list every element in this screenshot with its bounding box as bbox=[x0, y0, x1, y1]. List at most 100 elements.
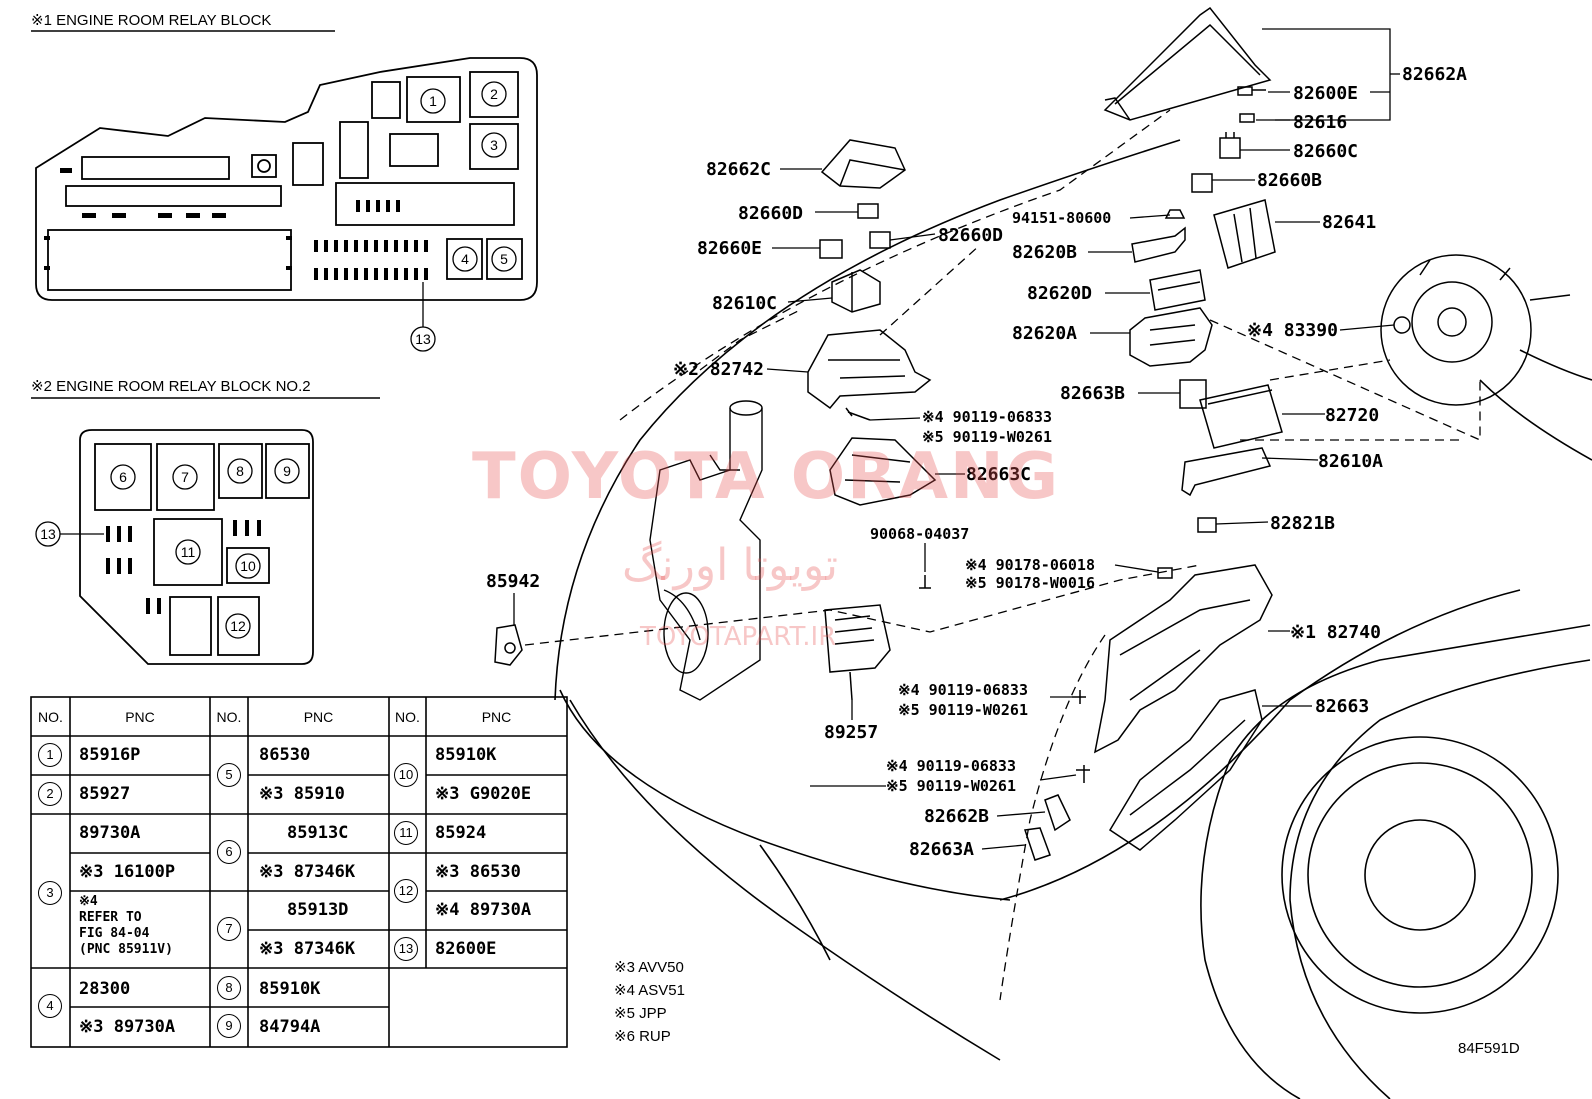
callout-90178-W0016: ※5 90178-W0016 bbox=[965, 574, 1095, 592]
row-no-12: 12 bbox=[394, 879, 418, 903]
callout-82660E: 82660E bbox=[697, 238, 762, 259]
callout-85942: 85942 bbox=[486, 571, 540, 592]
row-3-note-3: FIG 84-04 bbox=[79, 926, 150, 941]
block1-circle-4: 4 bbox=[461, 251, 469, 267]
row-no-1: 1 bbox=[38, 743, 62, 767]
callout-82660C: 82660C bbox=[1293, 141, 1358, 162]
block1-circle-5: 5 bbox=[500, 251, 508, 267]
engine-room-relay-block-no2 bbox=[79, 429, 314, 665]
row-no-9: 9 bbox=[217, 1014, 241, 1038]
table-header-pnc-2: PNC bbox=[303, 709, 334, 725]
pnc-table-grid bbox=[30, 696, 568, 1048]
callout-82662A: 82662A bbox=[1402, 64, 1467, 85]
callout-82610C: 82610C bbox=[712, 293, 777, 314]
callout-82620A: 82620A bbox=[1012, 323, 1077, 344]
block1-circle-13: 13 bbox=[415, 331, 431, 347]
callout-82663A: 82663A bbox=[909, 839, 974, 860]
row-no-8: 8 bbox=[217, 976, 241, 1000]
legend-item: ※6 RUP bbox=[614, 1028, 671, 1045]
row-1-pnc: 85916P bbox=[79, 745, 141, 765]
components bbox=[494, 6, 1571, 861]
callout-82641: 82641 bbox=[1322, 212, 1376, 233]
watermark-main: TOYOTA ORANG bbox=[472, 440, 1061, 514]
row-no-3: 3 bbox=[38, 881, 62, 905]
block1-circle-1: 1 bbox=[429, 93, 437, 109]
callout-82662B: 82662B bbox=[924, 806, 989, 827]
callout-90119-06833-c: ※4 90119-06833 bbox=[886, 757, 1016, 775]
engine-room-relay-block bbox=[35, 57, 538, 301]
applicability-legend: ※3 AVV50 ※4 ASV51 ※5 JPP ※6 RUP bbox=[614, 956, 685, 1048]
block2-circle-10: 10 bbox=[240, 558, 256, 574]
callout-82663C: 82663C bbox=[966, 464, 1031, 485]
table-header-no-2: NO. bbox=[216, 709, 242, 725]
callout-90119-06833-a: ※4 90119-06833 bbox=[922, 408, 1052, 426]
fuse-marks-block2 bbox=[106, 520, 261, 614]
row-8-pnc: 85910K bbox=[259, 979, 321, 999]
row-12-pnc-b: ※4 89730A bbox=[435, 900, 532, 920]
row-10-pnc-a: 85910K bbox=[435, 745, 497, 765]
block2-circle-8: 8 bbox=[236, 463, 244, 479]
block1-circle-3: 3 bbox=[490, 137, 498, 153]
callout-90119-W0261-b: ※5 90119-W0261 bbox=[898, 701, 1028, 719]
callout-89257: 89257 bbox=[824, 722, 878, 743]
legend-item: ※5 JPP bbox=[614, 1005, 667, 1022]
legend-item: ※3 AVV50 bbox=[614, 959, 684, 976]
row-6-pnc-a: 85913C bbox=[287, 823, 349, 843]
washer-tank bbox=[649, 400, 763, 701]
row-3-note-4: (PNC 85911V) bbox=[79, 942, 173, 957]
callout-82742: ※2 82742 bbox=[673, 359, 764, 380]
callout-82616: 82616 bbox=[1293, 112, 1347, 133]
leader-dashed-lines bbox=[524, 109, 1481, 1001]
vehicle-body-outline bbox=[554, 139, 1592, 1099]
row-no-13: 13 bbox=[394, 937, 418, 961]
row-no-6: 6 bbox=[217, 840, 241, 864]
block2-circle-6: 6 bbox=[119, 469, 127, 485]
leader-lines bbox=[513, 28, 1400, 850]
row-3-note-1: ※4 bbox=[79, 894, 98, 909]
legend-item: ※4 ASV51 bbox=[614, 982, 685, 999]
row-5-pnc-a: 86530 bbox=[259, 745, 311, 765]
callout-82663: 82663 bbox=[1315, 696, 1369, 717]
row-13-pnc: 82600E bbox=[435, 939, 497, 959]
block2-circle-12: 12 bbox=[230, 618, 246, 634]
callout-82740: ※1 82740 bbox=[1290, 622, 1381, 643]
row-4-pnc-a: 28300 bbox=[79, 979, 131, 999]
fuse-marks-block1 bbox=[44, 168, 428, 280]
block2-circle-9: 9 bbox=[283, 463, 291, 479]
block2-circle-11: 11 bbox=[181, 544, 196, 560]
callout-90178-06018: ※4 90178-06018 bbox=[965, 556, 1095, 574]
callout-90119-W0261-a: ※5 90119-W0261 bbox=[922, 428, 1052, 446]
callout-82821B: 82821B bbox=[1270, 513, 1335, 534]
row-no-2: 2 bbox=[38, 782, 62, 806]
block1-circle-2: 2 bbox=[490, 86, 498, 102]
table-header-pnc-1: PNC bbox=[125, 709, 155, 725]
row-no-4: 4 bbox=[38, 994, 62, 1018]
row-2-pnc: 85927 bbox=[79, 784, 131, 804]
row-5-pnc-b: ※3 85910 bbox=[259, 784, 345, 804]
row-7-pnc-b: ※3 87346K bbox=[259, 939, 356, 959]
callout-82663B: 82663B bbox=[1060, 383, 1125, 404]
row-no-10: 10 bbox=[394, 763, 418, 787]
row-3-pnc-a: 89730A bbox=[79, 823, 141, 843]
callout-90119-W0261-c: ※5 90119-W0261 bbox=[886, 777, 1016, 795]
callout-90119-06833-b: ※4 90119-06833 bbox=[898, 681, 1028, 699]
callout-82660D-upper: 82660D bbox=[738, 203, 803, 224]
callout-82662C: 82662C bbox=[706, 159, 771, 180]
row-12-pnc-a: ※3 86530 bbox=[435, 862, 521, 882]
pnc-table: NO. PNC NO. PNC NO. PNC 1 85916P 2 85927… bbox=[31, 697, 567, 1047]
watermark-site: TOYOTAPART.IR bbox=[640, 622, 837, 652]
row-4-pnc-b: ※3 89730A bbox=[79, 1017, 176, 1037]
block2-circle-13: 13 bbox=[40, 526, 56, 542]
row-3-note-2: REFER TO bbox=[79, 910, 142, 925]
callout-82620B: 82620B bbox=[1012, 242, 1077, 263]
callout-82620D: 82620D bbox=[1027, 283, 1092, 304]
figure-number: 84F591D bbox=[1458, 1040, 1520, 1057]
watermark-arabic: تويوتا اورنگ bbox=[622, 540, 838, 591]
callout-82660D-lower: 82660D bbox=[938, 225, 1003, 246]
row-no-5: 5 bbox=[217, 763, 241, 787]
table-header-pnc-3: PNC bbox=[481, 709, 512, 725]
callout-94151-80600: 94151-80600 bbox=[1012, 209, 1111, 227]
row-10-pnc-b: ※3 G9020E bbox=[435, 784, 532, 804]
callout-82660B: 82660B bbox=[1257, 170, 1322, 191]
